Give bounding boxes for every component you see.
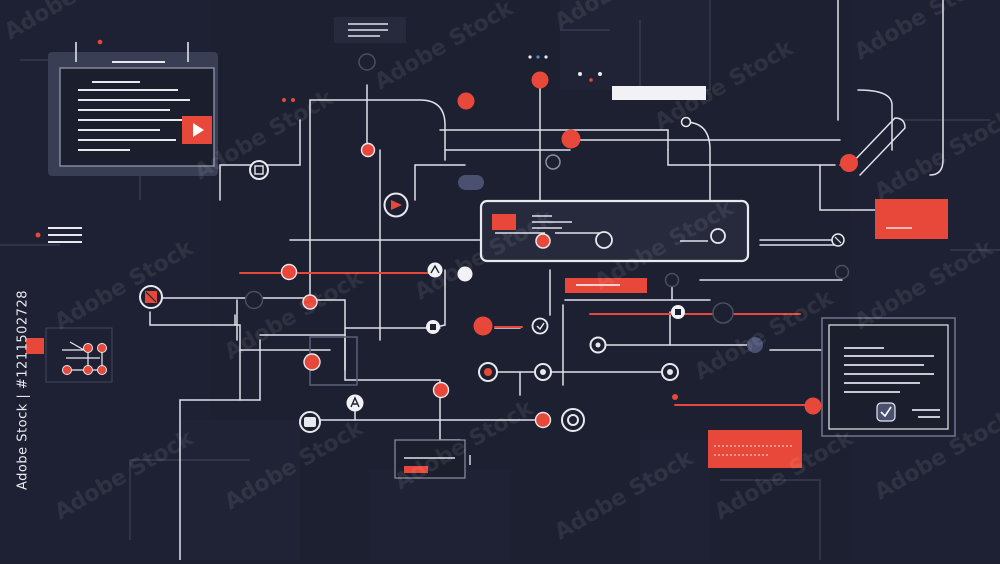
monitor-panel-right bbox=[822, 318, 955, 436]
check-icon bbox=[877, 403, 895, 421]
svg-text:Adobe Stock: Adobe Stock bbox=[371, 0, 519, 95]
link-icon bbox=[596, 232, 612, 248]
svg-text:Adobe Stock: Adobe Stock bbox=[691, 285, 839, 385]
pill bbox=[458, 175, 484, 190]
stock-id-label: Adobe Stock | #1211502728 bbox=[10, 320, 36, 460]
stock-id-text: Adobe Stock | #1211502728 bbox=[16, 290, 31, 490]
monitor-panel-left bbox=[48, 42, 218, 176]
